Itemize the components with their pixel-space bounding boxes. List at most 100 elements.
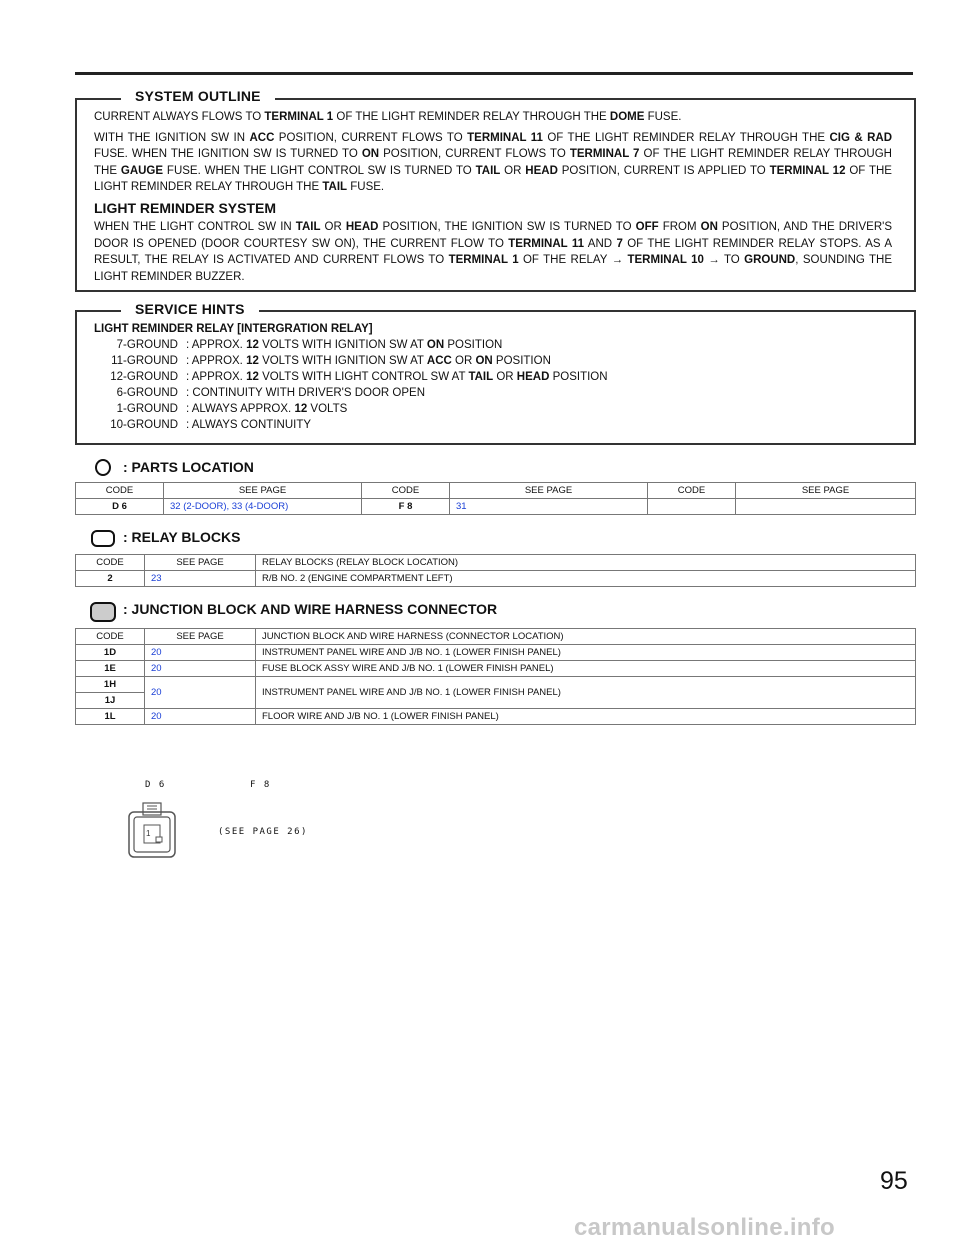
emphasis-text: 12 [246, 339, 259, 351]
parts-location-table: CODE SEE PAGE CODE SEE PAGE CODE SEE PAG… [75, 482, 916, 515]
body-text: : APPROX. [186, 339, 247, 351]
hint-description: : APPROX. 12 VOLTS WITH IGNITION SW AT O… [186, 339, 502, 351]
body-text: FUSE. WHEN THE LIGHT CONTROL SW IS TURNE… [163, 164, 476, 177]
table-row: 2 23 R/B NO. 2 (ENGINE COMPARTMENT LEFT) [75, 570, 916, 587]
emphasis-text: HEAD [525, 164, 558, 177]
outline-para-1: CURRENT ALWAYS FLOWS TO TERMINAL 1 OF TH… [94, 109, 892, 126]
code-cell: 2 [75, 570, 145, 587]
see-page-link[interactable]: 20 [144, 660, 256, 677]
see-page-link [735, 498, 916, 515]
see-page-link[interactable]: 20 [144, 644, 256, 661]
see-page-link[interactable]: 32 (2-DOOR), 33 (4-DOOR) [163, 498, 362, 515]
parts-location-icon [95, 459, 111, 476]
emphasis-text: CIG & RAD [829, 131, 893, 144]
page-number: 95 [880, 1167, 908, 1195]
body-text: : CONTINUITY WITH DRIVER'S DOOR OPEN [186, 387, 426, 399]
system-outline-title: SYSTEM OUTLINE [121, 88, 275, 104]
body-text: VOLTS WITH IGNITION SW AT [258, 355, 427, 367]
col-header: CODE [75, 554, 145, 571]
code-cell: 1L [75, 708, 145, 725]
emphasis-text: HEAD [516, 371, 550, 383]
col-header: SEE PAGE [144, 554, 256, 571]
code-cell: F 8 [361, 498, 450, 515]
body-text: POSITION, AND THE DRIVER'S DOOR IS OPENE… [94, 221, 893, 250]
body-text: : APPROX. [186, 355, 247, 367]
body-text: POSITION [444, 339, 503, 351]
body-text: CURRENT ALWAYS FLOWS TO [94, 111, 265, 123]
body-text: POSITION, CURRENT FLOWS TO [379, 148, 570, 160]
service-hints-box [75, 310, 916, 445]
hint-terminal: 1-GROUND [116, 403, 178, 415]
emphasis-text: HEAD [345, 221, 379, 233]
connector-f8-note: (SEE PAGE 26) [218, 827, 308, 837]
table-row: 1E 20 FUSE BLOCK ASSY WIRE AND J/B NO. 1… [75, 660, 916, 677]
emphasis-text: ACC [426, 355, 452, 367]
emphasis-text: ACC [249, 131, 275, 144]
body-text: , SOUNDING THE LIGHT REMINDER BUZZER. [94, 254, 893, 283]
see-page-link[interactable]: 31 [449, 498, 648, 515]
col-header: CODE [361, 482, 450, 499]
hint-description: : ALWAYS APPROX. 12 VOLTS [186, 403, 347, 415]
emphasis-text: TERMINAL 11 [508, 237, 585, 250]
code-cell: 1E [75, 660, 145, 677]
hint-terminal: 11-GROUND [111, 355, 178, 367]
parts-location-title: : PARTS LOCATION [123, 459, 254, 475]
body-text: OF THE LIGHT REMINDER RELAY THROUGH THE [333, 111, 610, 123]
body-text: FUSE. [347, 181, 385, 193]
emphasis-text: TERMINAL 12 [769, 164, 846, 177]
emphasis-text: TAIL [475, 164, 501, 177]
emphasis-text: 12 [294, 403, 308, 415]
relay-blocks-icon [91, 530, 115, 547]
code-cell: 1J [75, 692, 145, 709]
hint-description: : CONTINUITY WITH DRIVER'S DOOR OPEN [186, 387, 425, 399]
system-outline-box [75, 98, 916, 292]
body-text: OR [500, 164, 526, 177]
body-text: OF THE LIGHT REMINDER RELAY THROUGH THE [542, 131, 830, 144]
body-text: OF THE LIGHT REMINDER RELAY THROUGH THE [94, 164, 892, 194]
body-text: POSITION, CURRENT FLOWS TO [274, 131, 468, 144]
emphasis-text: ON [700, 221, 718, 233]
body-text: : ALWAYS APPROX. [186, 403, 295, 415]
emphasis-text: TERMINAL 1 [448, 254, 519, 266]
emphasis-text: GAUGE [120, 164, 164, 177]
relay-blocks-table: CODE SEE PAGE RELAY BLOCKS (RELAY BLOCK … [75, 554, 916, 587]
hint-terminal: 7-GROUND [116, 339, 178, 351]
body-text: OR [493, 371, 517, 383]
emphasis-text: TERMINAL 11 [467, 131, 543, 144]
body-text: AND [584, 237, 617, 250]
body-text: WHEN THE LIGHT CONTROL SW IN [94, 221, 296, 233]
watermark: carmanualsonline.info [574, 1214, 836, 1241]
see-page-link[interactable]: 23 [144, 570, 256, 587]
connector-d6-label: D 6 [145, 780, 166, 790]
emphasis-text: GROUND [744, 254, 796, 266]
col-header: SEE PAGE [735, 482, 916, 499]
see-page-link[interactable]: 20 [144, 676, 256, 709]
col-header: JUNCTION BLOCK AND WIRE HARNESS (CONNECT… [255, 628, 916, 645]
emphasis-text: 12 [246, 371, 259, 383]
code-cell [647, 498, 736, 515]
table-row: 1L 20 FLOOR WIRE AND J/B NO. 1 (LOWER FI… [75, 708, 916, 725]
service-hints-heading: LIGHT REMINDER RELAY [INTERGRATION RELAY… [94, 323, 373, 335]
emphasis-text: 7 [616, 237, 623, 250]
junction-blocks-title: : JUNCTION BLOCK AND WIRE HARNESS CONNEC… [123, 601, 498, 617]
connector-f8-label: F 8 [250, 780, 271, 790]
hint-terminal: 12-GROUND [110, 371, 178, 383]
col-header: RELAY BLOCKS (RELAY BLOCK LOCATION) [255, 554, 916, 571]
hint-terminal: 6-GROUND [116, 387, 178, 399]
emphasis-text: 12 [246, 355, 259, 367]
body-text: POSITION, CURRENT IS APPLIED TO [557, 164, 770, 177]
location-cell: R/B NO. 2 (ENGINE COMPARTMENT LEFT) [255, 570, 916, 587]
body-text: : ALWAYS CONTINUITY [186, 419, 312, 431]
col-header: SEE PAGE [163, 482, 362, 499]
location-cell: INSTRUMENT PANEL WIRE AND J/B NO. 1 (LOW… [255, 644, 916, 661]
body-text: FROM [658, 221, 701, 233]
table-row: 1D 20 INSTRUMENT PANEL WIRE AND J/B NO. … [75, 644, 916, 661]
body-text: POSITION [492, 355, 551, 367]
emphasis-text: ON [475, 355, 493, 367]
body-text: VOLTS WITH LIGHT CONTROL SW AT [258, 371, 469, 383]
code-cell: 1D [75, 644, 145, 661]
see-page-link[interactable]: 20 [144, 708, 256, 725]
emphasis-text: DOME [609, 111, 645, 123]
relay-blocks-title: : RELAY BLOCKS [123, 529, 241, 545]
emphasis-text: TAIL [295, 221, 321, 233]
